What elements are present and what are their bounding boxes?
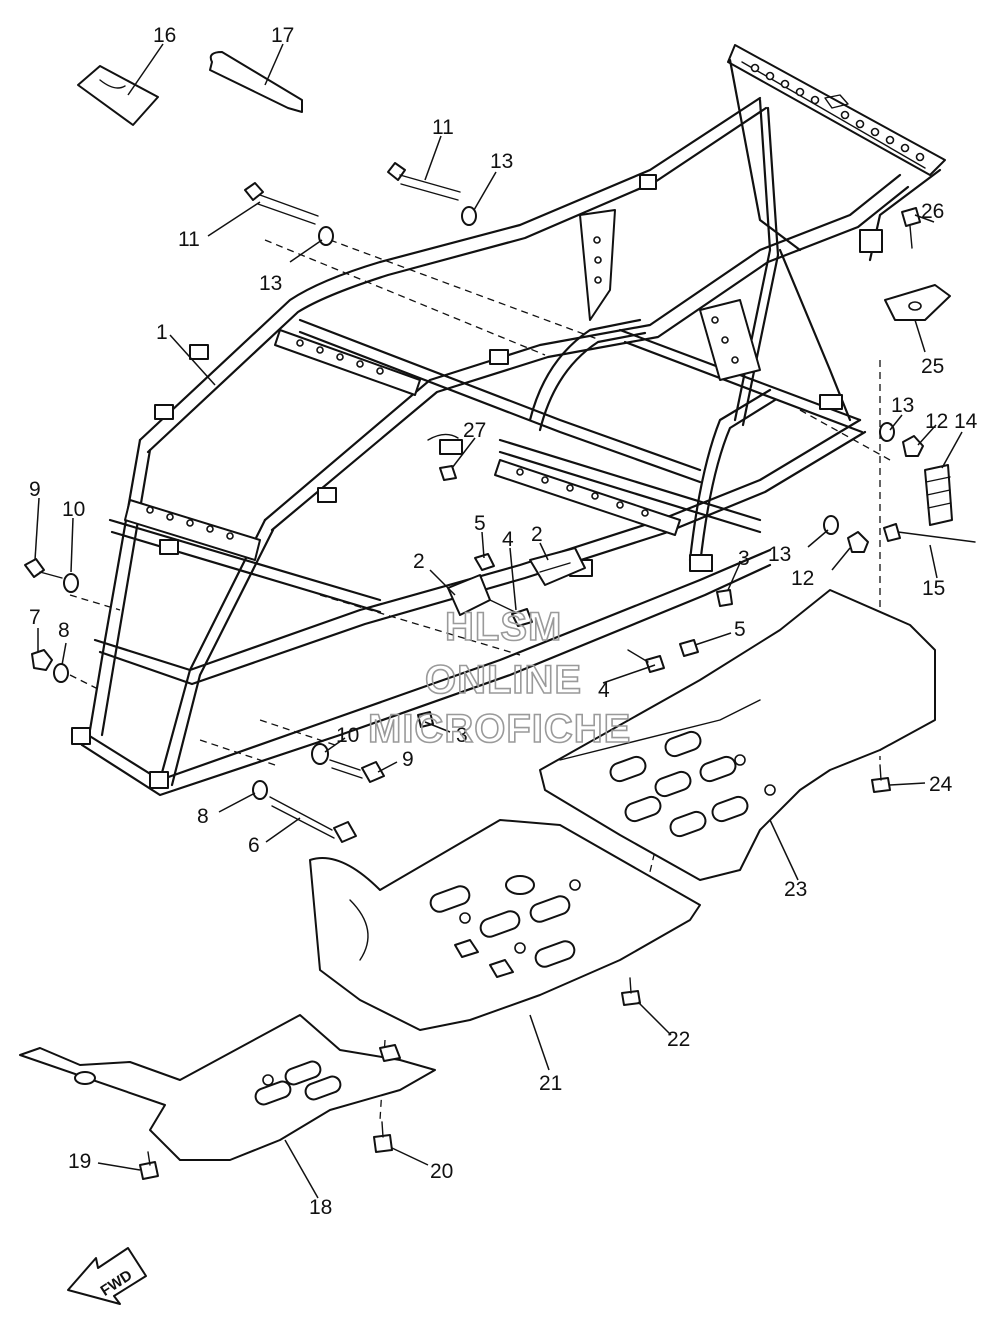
callout-15: 15 bbox=[922, 577, 945, 600]
callout-22: 22 bbox=[667, 1028, 690, 1051]
callout-26: 26 bbox=[921, 200, 944, 223]
callout-8-lower: 8 bbox=[197, 805, 209, 828]
callout-17: 17 bbox=[271, 24, 294, 47]
leader-lines bbox=[34, 43, 963, 1199]
callout-19: 19 bbox=[68, 1150, 91, 1173]
callout-9-lower: 9 bbox=[402, 748, 414, 771]
fwd-arrow-icon: FWD bbox=[67, 1247, 147, 1305]
plate-holes bbox=[146, 236, 739, 540]
skid-plate-23 bbox=[539, 589, 936, 881]
callout-1: 1 bbox=[156, 321, 168, 344]
callout-4-center: 4 bbox=[502, 528, 514, 551]
rack-holes bbox=[750, 63, 925, 162]
callout-3-lower: 3 bbox=[456, 724, 468, 747]
callout-13-right-lower: 13 bbox=[768, 543, 791, 566]
watermark-line-2: ONLINE bbox=[425, 658, 582, 702]
callout-14: 14 bbox=[954, 410, 978, 433]
callout-12-upper: 12 bbox=[925, 410, 948, 433]
callout-12-lower: 12 bbox=[791, 567, 814, 590]
main-frame bbox=[71, 44, 946, 797]
watermark-line-1: HLSM bbox=[445, 605, 562, 649]
callout-4-lower: 4 bbox=[598, 679, 610, 702]
callout-16: 16 bbox=[153, 24, 176, 47]
callout-3-right: 3 bbox=[738, 547, 750, 570]
callout-6: 6 bbox=[248, 834, 260, 857]
callout-9-left: 9 bbox=[29, 478, 41, 501]
callout-5-right: 5 bbox=[734, 618, 746, 641]
callout-18: 18 bbox=[309, 1196, 332, 1219]
callout-labels: 16 17 11 13 11 13 1 26 25 27 13 12 14 9 … bbox=[29, 24, 978, 1219]
hardware-parts bbox=[24, 51, 976, 1180]
callout-11-upper: 11 bbox=[432, 116, 454, 139]
callout-8-left: 8 bbox=[58, 619, 70, 642]
callout-13-upper: 13 bbox=[490, 150, 513, 173]
callout-10-left: 10 bbox=[62, 498, 85, 521]
callout-24: 24 bbox=[929, 773, 953, 796]
watermark: HLSM ONLINE MICROFICHE bbox=[367, 604, 631, 752]
callout-23: 23 bbox=[784, 878, 807, 901]
callout-7: 7 bbox=[29, 606, 41, 629]
callout-11-lower: 11 bbox=[178, 228, 200, 251]
callout-2-left: 2 bbox=[413, 550, 425, 573]
skid-plate-21 bbox=[309, 819, 701, 1031]
callout-27: 27 bbox=[463, 419, 486, 442]
callout-20: 20 bbox=[430, 1160, 453, 1183]
callout-2-right: 2 bbox=[531, 523, 543, 546]
watermark-line-3: MICROFICHE bbox=[368, 707, 631, 751]
skid-plate-18 bbox=[19, 1014, 436, 1161]
callout-21: 21 bbox=[539, 1072, 562, 1095]
callout-5-center: 5 bbox=[474, 512, 486, 535]
callout-10-lower: 10 bbox=[336, 724, 359, 747]
callout-13-right-upper: 13 bbox=[891, 394, 914, 417]
callout-13-lower: 13 bbox=[259, 272, 282, 295]
callout-25: 25 bbox=[921, 355, 944, 378]
